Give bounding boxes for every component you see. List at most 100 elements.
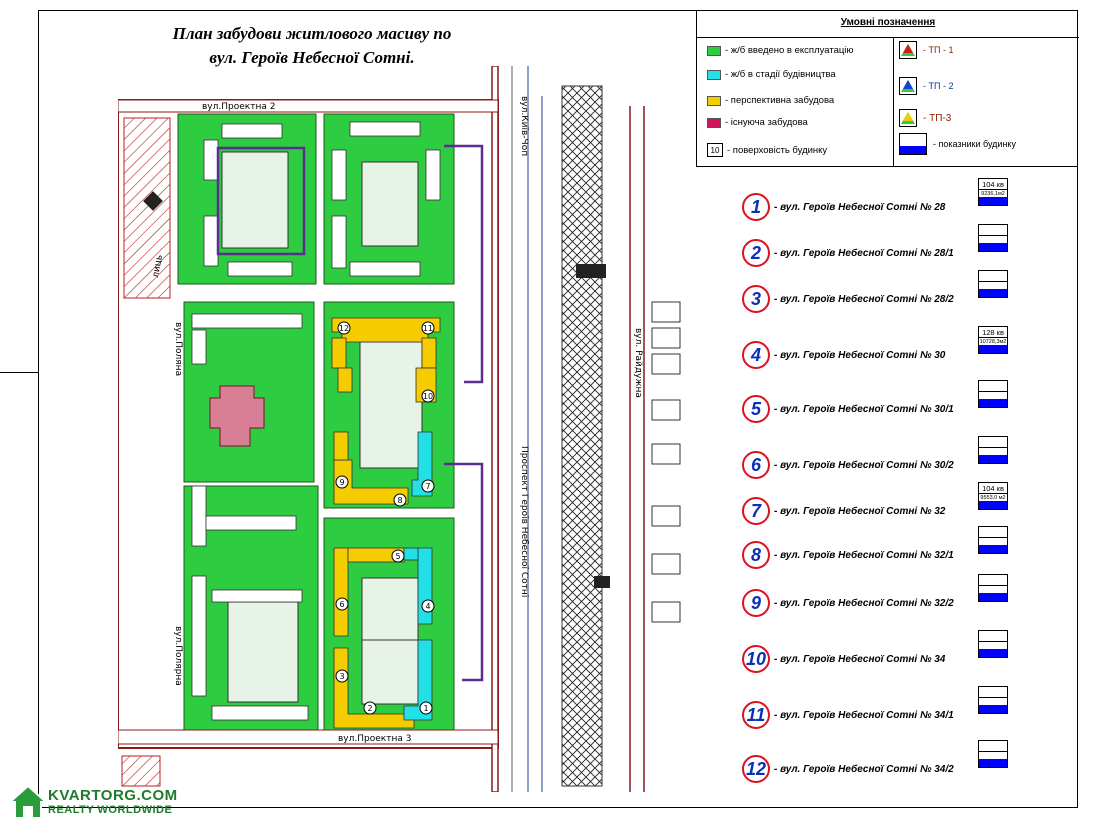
railway-strip <box>561 85 603 787</box>
building-indicator-box <box>978 574 1008 602</box>
building-row: 4- вул. Героїв Небесної Сотні № 30 <box>742 340 945 370</box>
building-address: - вул. Героїв Небесної Сотні № 34/1 <box>774 709 954 721</box>
indicator-apartments <box>979 631 1007 642</box>
legend-vertical-divider <box>893 37 894 167</box>
legend-item-prospective: - перспективна забудова <box>707 95 834 106</box>
svg-text:11: 11 <box>423 324 433 333</box>
street-labels: вул.Проектна 2 вул.Проектна 3 вул.Київ-Ч… <box>151 96 643 744</box>
building-number-circle: 3 <box>742 285 770 313</box>
watermark-line1: KVARTORG.COM <box>48 787 178 804</box>
legend-tp-label: - ТП - 2 <box>923 81 954 91</box>
legend-swatch-cyan <box>707 69 721 80</box>
courtyard-5 <box>361 577 419 641</box>
svg-text:лиць: лиць <box>151 254 165 278</box>
legend-swatch-yellow <box>707 95 721 106</box>
triangle-blue-green-icon <box>899 77 917 95</box>
hatched-plot-left <box>123 117 171 299</box>
indicator-apartments: 104 кв <box>979 483 1007 494</box>
svg-text:4: 4 <box>425 602 430 611</box>
indicator-blue-band <box>979 545 1007 553</box>
legend-panel: Умовні позначення - ж/б введено в експлу… <box>696 10 1079 167</box>
proektna2-road <box>118 99 499 113</box>
svg-text:вул.Проектна 3: вул.Проектна 3 <box>338 734 411 744</box>
plan-title: План забудови житлового масиву по вул. Г… <box>112 22 512 70</box>
building-indicator-box <box>978 526 1008 554</box>
legend-swatch-green <box>707 45 721 56</box>
building-indicator-box <box>978 270 1008 298</box>
building-address: - вул. Героїв Небесної Сотні № 32/2 <box>774 597 954 609</box>
building-number-circle: 5 <box>742 395 770 423</box>
building-row: 5 - вул. Героїв Небесної Сотні № 30/1 <box>742 394 954 424</box>
plan-title-line2: вул. Героїв Небесної Сотні. <box>209 48 415 67</box>
indicator-apartments <box>979 381 1007 392</box>
building-row: 3- вул. Героїв Небесної Сотні № 28/2 <box>742 284 954 314</box>
indicator-blue-band <box>979 759 1007 767</box>
building-address: - вул. Героїв Небесної Сотні № 30/1 <box>774 403 954 415</box>
building-indicator-box <box>978 740 1008 768</box>
building-number-circle: 9 <box>742 589 770 617</box>
indicator-blue-band <box>979 243 1007 251</box>
triangle-yellow-green-icon <box>899 109 917 127</box>
legend-item-construction: - ж/б в стадії будівництва <box>707 69 836 80</box>
building-indicator-box <box>978 224 1008 252</box>
legend-item-existing: - існуюча забудова <box>707 117 808 128</box>
transformer-tp2 <box>594 576 610 588</box>
indicator-blue-band <box>979 705 1007 713</box>
indicator-blue-band <box>979 197 1007 205</box>
building-indicator-box <box>978 630 1008 658</box>
legend-tp-label: - ТП-3 <box>923 112 952 124</box>
transformer-tp1 <box>576 264 606 278</box>
purple-routes <box>216 144 484 682</box>
building-indicator-box <box>978 686 1008 714</box>
svg-text:5: 5 <box>395 552 400 561</box>
house-logo-icon <box>7 782 49 822</box>
svg-text:вул.Київ-Чоп: вул.Київ-Чоп <box>519 96 529 156</box>
legend-tp3: - ТП-3 <box>899 109 951 127</box>
legend-item-label: - перспективна забудова <box>725 95 835 106</box>
svg-text:вул.Поляна: вул.Поляна <box>173 322 183 376</box>
indicator-apartments <box>979 225 1007 236</box>
courtyard-4 <box>227 601 299 703</box>
building-row: 9 - вул. Героїв Небесної Сотні № 32/2 <box>742 588 954 618</box>
legend-item-label: - ж/б в стадії будівництва <box>725 69 836 80</box>
indicator-apartments <box>979 741 1007 752</box>
svg-text:6: 6 <box>339 600 344 609</box>
building-indicator-box <box>978 436 1008 464</box>
plan-title-line1: План забудови житлового масиву по <box>172 24 452 43</box>
building-number-circle: 4 <box>742 341 770 369</box>
floors-number-box: 10 <box>707 143 723 157</box>
legend-item-label: - існуюча забудова <box>725 117 808 128</box>
legend-indicators-label: - показники будинку <box>933 139 1016 149</box>
building-address: - вул. Героїв Небесної Сотні № 32 <box>774 505 946 517</box>
svg-text:10: 10 <box>423 392 433 401</box>
svg-text:вул.Полярна: вул.Полярна <box>173 626 183 686</box>
indicator-blue-band <box>979 345 1007 353</box>
legend-item-floors: 10 - поверховість будинку <box>707 143 827 157</box>
legend-title: Умовні позначення <box>840 17 936 28</box>
triangle-red-green-icon <box>899 41 917 59</box>
building-number-circle: 11 <box>742 701 770 729</box>
legend-indicators: - показники будинку <box>899 133 1016 155</box>
svg-text:12: 12 <box>339 324 349 333</box>
building-address: - вул. Героїв Небесної Сотні № 32/1 <box>774 549 954 561</box>
building-number-circle: 8 <box>742 541 770 569</box>
building-number-circle: 1 <box>742 193 770 221</box>
courtyard-3 <box>359 341 423 469</box>
indicator-apartments <box>979 687 1007 698</box>
legend-item-label: - ж/б введено в експлуатацію <box>725 45 854 56</box>
building-number-circle: 6 <box>742 451 770 479</box>
building-address: - вул. Героїв Небесної Сотні № 30/2 <box>774 459 954 471</box>
building-row: 7- вул. Героїв Небесної Сотні № 32 <box>742 496 945 526</box>
indicator-blue-band <box>979 289 1007 297</box>
watermark-line2: REALTY WORLDWIDE <box>48 804 173 816</box>
indicator-blue-band <box>979 399 1007 407</box>
building-row: 6 - вул. Героїв Небесної Сотні № 30/2 <box>742 450 954 480</box>
legend-item-commissioned: - ж/б введено в експлуатацію <box>707 45 854 56</box>
house-footprints <box>191 121 441 721</box>
courtyard-1 <box>221 151 289 249</box>
map-block-labels: 12 11 10 9 8 7 6 5 4 3 2 1 <box>335 321 435 715</box>
building-address: - вул. Героїв Небесної Сотні № 34/2 <box>774 763 954 775</box>
